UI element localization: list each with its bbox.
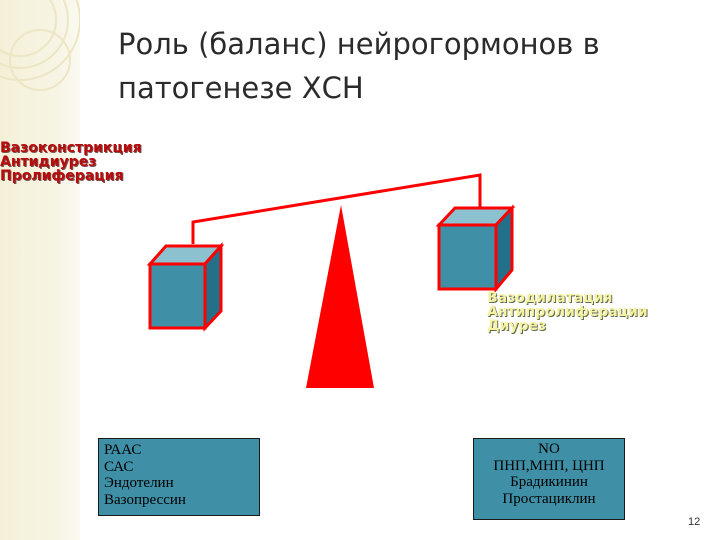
scale-beam <box>191 173 482 244</box>
right-factor-item: ПНП,МНП, ЦНП <box>493 457 605 474</box>
right-factor-item: NO <box>538 441 560 457</box>
left-weight-cube <box>146 242 225 332</box>
left-effect-item: Антидиурез <box>0 154 97 170</box>
right-effect-item: Антипролиферации <box>487 304 648 320</box>
right-effects-list: Вазодилатация Антипролиферации Диурез <box>487 291 648 333</box>
left-factor-item: РААС <box>104 442 142 458</box>
right-effect-item: Вазодилатация <box>487 290 613 306</box>
left-factor-item: Вазопрессин <box>104 491 186 508</box>
left-factor-item: САС <box>104 458 134 475</box>
scale-fulcrum <box>306 205 374 388</box>
title-line-2: патогенезе ХСН <box>118 71 364 105</box>
title-line-1: Роль (баланс) нейрогормонов в <box>118 27 600 61</box>
page-number: 12 <box>688 516 701 528</box>
left-factors-box: РААС САС Эндотелин Вазопрессин <box>98 438 260 516</box>
right-factor-item: Брадикинин <box>510 474 588 490</box>
right-weight-cube <box>435 204 516 294</box>
left-effect-item: Вазоконстрикция <box>0 140 142 156</box>
right-factor-item: Простациклин <box>502 490 596 507</box>
decorative-rings <box>0 0 80 91</box>
right-factors-box: NO ПНП,МНП, ЦНП Брадикинин Простациклин <box>473 438 625 520</box>
left-effects-list: Вазоконстрикция Антидиурез Пролиферация <box>0 141 142 183</box>
right-effect-item: Диурез <box>487 318 547 334</box>
left-factor-item: Эндотелин <box>104 475 174 491</box>
slide-title: Роль (баланс) нейрогормонов в патогенезе… <box>118 22 678 110</box>
left-effect-item: Пролиферация <box>0 168 124 184</box>
